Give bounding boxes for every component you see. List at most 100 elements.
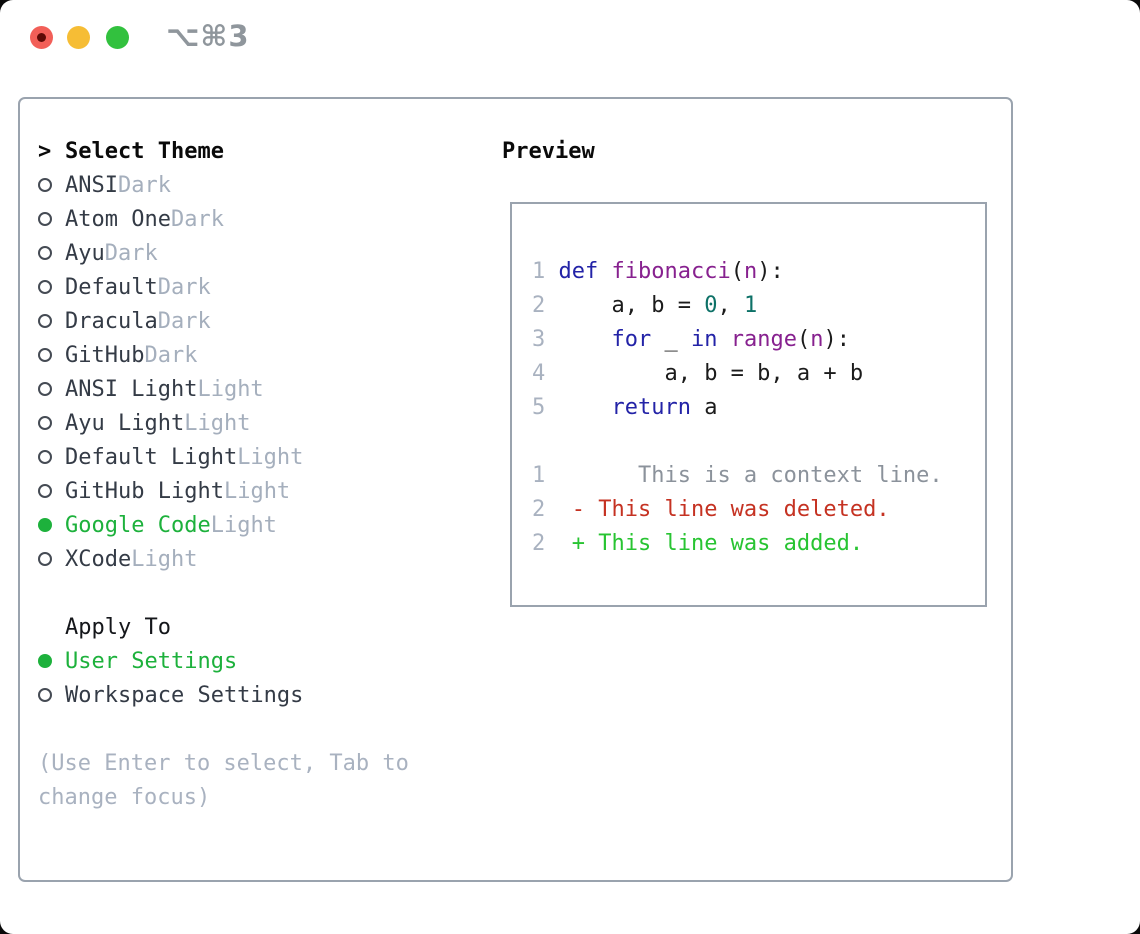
unsaved-changes-dot [37,33,46,42]
apply-option-user-settings[interactable]: User Settings [38,644,409,678]
variant-tag: Light [210,512,277,538]
code-token-plain: ): [823,326,850,352]
code-token-plain: a, b = [558,292,705,318]
variant-tag: Dark [144,342,198,368]
minimize-button[interactable] [67,26,90,49]
variant-tag: Light [237,444,304,470]
code-token-lineno: 3 [532,326,559,352]
code-token-plain [717,327,730,352]
code-token-plain: ( [730,258,744,284]
code-token-kw: for [611,326,652,352]
radio-icon[interactable] [38,212,65,226]
select-theme-header-label: Select Theme [65,138,224,164]
radio-icon[interactable] [38,484,65,498]
theme-option-google-code[interactable]: Google Code Light [38,508,409,542]
radio-icon[interactable] [38,382,65,396]
radio-icon[interactable] [38,178,65,192]
variant-tag: Light [184,410,251,436]
code-token-add: + This line was added. [558,530,864,556]
radio-icon[interactable] [38,348,65,362]
hollow-circle-icon [38,246,52,260]
code-line: 1 This is a context line. [532,458,985,492]
option-label: Atom One [65,206,171,232]
theme-option-xcode[interactable]: XCode Light [38,542,409,576]
theme-option-github-light[interactable]: GitHub Light Light [38,474,409,508]
code-token-plain [559,327,612,352]
code-line: 5 return a [532,390,985,424]
option-label: Default Light [65,444,238,470]
code-token-lineno: 2 [532,292,559,318]
option-label: XCode [65,546,132,572]
variant-tag: Dark [157,308,211,334]
hollow-circle-icon [38,178,52,192]
radio-selected-icon[interactable] [38,654,65,668]
apply-to-header-label: Apply To [65,614,171,640]
theme-option-ansi[interactable]: ANSI Dark [38,168,409,202]
hollow-circle-icon [38,688,52,702]
option-label: Dracula [65,308,158,334]
theme-option-default[interactable]: Default Dark [38,270,409,304]
apply-option-workspace-settings[interactable]: Workspace Settings [38,678,409,712]
code-line: 2 - This line was deleted. [532,492,985,526]
code-line [532,424,985,458]
theme-option-atom-one[interactable]: Atom One Dark [38,202,409,236]
code-line: 2 a, b = 0, 1 [532,288,985,322]
theme-option-github[interactable]: GitHub Dark [38,338,409,372]
radio-icon[interactable] [38,416,65,430]
theme-option-default-light[interactable]: Default Light Light [38,440,409,474]
variant-tag: Light [197,376,264,402]
theme-option-ayu-light[interactable]: Ayu Light Light [38,406,409,440]
code-token-plain: ( [796,326,811,352]
option-label: ANSI Light [65,376,198,402]
help-text-line-1: (Use Enter to select, Tab to [38,750,409,776]
variant-tag: Dark [170,206,224,232]
variant-tag: Light [223,478,291,504]
option-label: Google Code [65,512,211,538]
hollow-circle-icon [38,314,52,328]
radio-icon[interactable] [38,450,65,464]
spacer [38,712,409,746]
help-text-line-2: change focus) [38,784,211,810]
option-label: Ayu [65,240,105,266]
radio-icon[interactable] [38,246,65,260]
code-token-fn: n [743,258,758,284]
theme-option-ansi-light[interactable]: ANSI Light Light [38,372,409,406]
code-token-num: 0 [704,292,718,318]
close-button[interactable] [30,26,53,49]
code-line: 1 def fibonacci(n): [532,254,985,288]
zoom-button[interactable] [106,26,129,49]
code-token-plain [559,395,612,420]
theme-option-ayu[interactable]: Ayu Dark [38,236,409,270]
option-label: GitHub [65,342,145,368]
code-token-num: 1 [743,292,758,318]
code-token-kw: return [611,394,691,420]
radio-icon[interactable] [38,688,65,702]
option-label: GitHub Light [65,478,224,504]
hollow-circle-icon [38,280,52,294]
code-token-plain: ): [757,258,784,284]
code-token-fn: range [730,326,797,352]
code-token-lineno: 5 [532,394,559,420]
radio-icon[interactable] [38,280,65,294]
hollow-circle-icon [38,348,52,362]
code-token-fn: fibonacci [611,258,731,284]
code-token-fn: n [810,326,824,352]
code-line: 4 a, b = b, a + b [532,356,985,390]
code-token-ctx: This is a context line. [558,462,943,488]
theme-option-dracula[interactable]: Dracula Dark [38,304,409,338]
hollow-circle-icon [38,552,52,566]
radio-icon[interactable] [38,552,65,566]
hollow-circle-icon [38,382,52,396]
radio-icon[interactable] [38,314,65,328]
code-line: 2 + This line was added. [532,526,985,560]
code-token-plain: , [717,292,744,318]
code-token-plain: a, b = b, a + b [558,360,864,386]
preview-header-label: Preview [502,138,595,164]
radio-selected-icon[interactable] [38,518,65,532]
